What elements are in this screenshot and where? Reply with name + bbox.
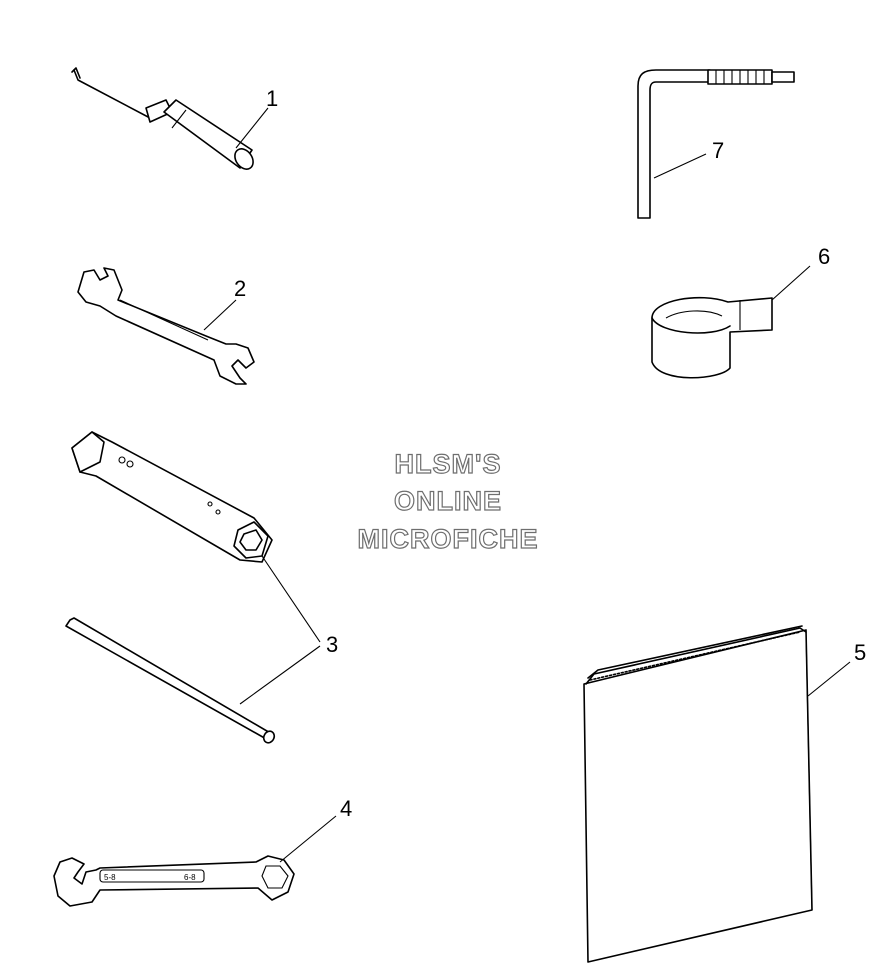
wrench-size-left: 5-8 <box>104 873 116 882</box>
open-end-wrench <box>77 267 255 385</box>
watermark-line-2: ONLINE <box>394 486 502 516</box>
hex-key <box>637 69 795 219</box>
watermark: HLSM'S ONLINE MICROFICHE <box>357 448 539 554</box>
callout-4: 4 <box>340 796 352 821</box>
owners-manual <box>583 625 813 963</box>
callout-6: 6 <box>818 244 830 269</box>
callout-5: 5 <box>854 640 866 665</box>
combination-wrench: 5-8 6-8 <box>53 855 295 907</box>
callout-3: 3 <box>326 632 338 657</box>
tommy-bar <box>65 617 276 744</box>
callout-2: 2 <box>234 276 246 301</box>
watermark-line-1: HLSM'S <box>395 449 502 479</box>
wrench-size-right: 6-8 <box>184 873 196 882</box>
tool-strap <box>651 296 773 379</box>
watermark-line-3: MICROFICHE <box>358 524 539 554</box>
screwdriver <box>71 67 254 170</box>
leader-lines <box>203 107 851 863</box>
callout-7: 7 <box>712 138 724 163</box>
callout-1: 1 <box>266 86 278 111</box>
box-spanner <box>71 431 273 563</box>
